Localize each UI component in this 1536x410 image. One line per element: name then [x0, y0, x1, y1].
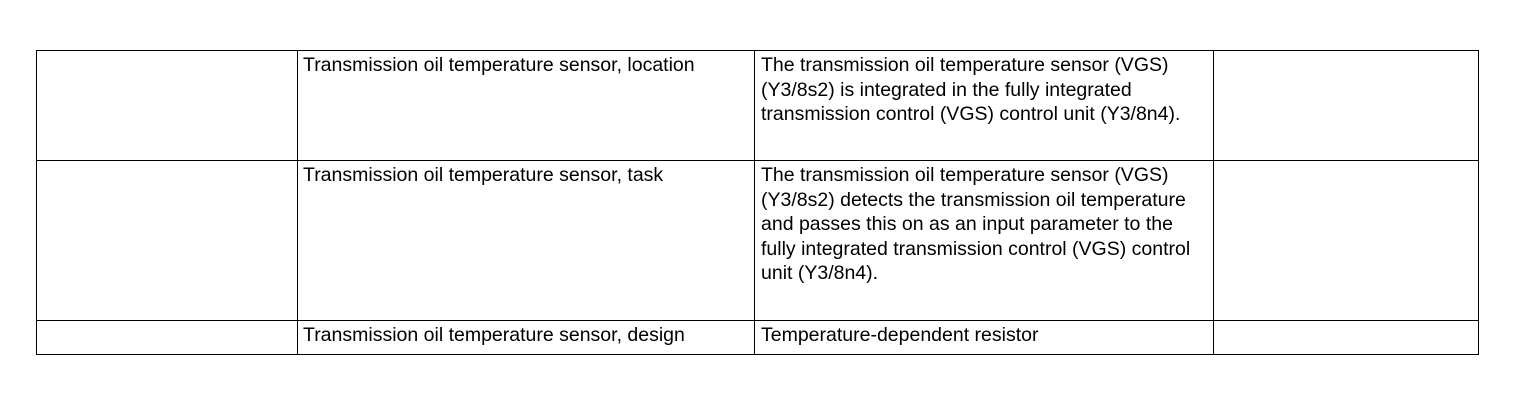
- table-row: Transmission oil temperature sensor, des…: [36, 320, 1479, 355]
- row-description: The transmission oil temperature sensor …: [754, 50, 1214, 161]
- row-label: Transmission oil temperature sensor, loc…: [297, 50, 755, 161]
- empty-cell: [1213, 320, 1479, 355]
- row-label: Transmission oil temperature sensor, des…: [297, 320, 755, 355]
- empty-cell: [36, 160, 298, 321]
- table-row: Transmission oil temperature sensor, tas…: [36, 160, 1479, 321]
- spec-table: Transmission oil temperature sensor, loc…: [36, 50, 1479, 355]
- table-row: Transmission oil temperature sensor, loc…: [36, 50, 1479, 161]
- empty-cell: [1213, 160, 1479, 321]
- row-description: Temperature-dependent resistor: [754, 320, 1214, 355]
- empty-cell: [36, 320, 298, 355]
- empty-cell: [36, 50, 298, 161]
- empty-cell: [1213, 50, 1479, 161]
- row-label: Transmission oil temperature sensor, tas…: [297, 160, 755, 321]
- row-description: The transmission oil temperature sensor …: [754, 160, 1214, 321]
